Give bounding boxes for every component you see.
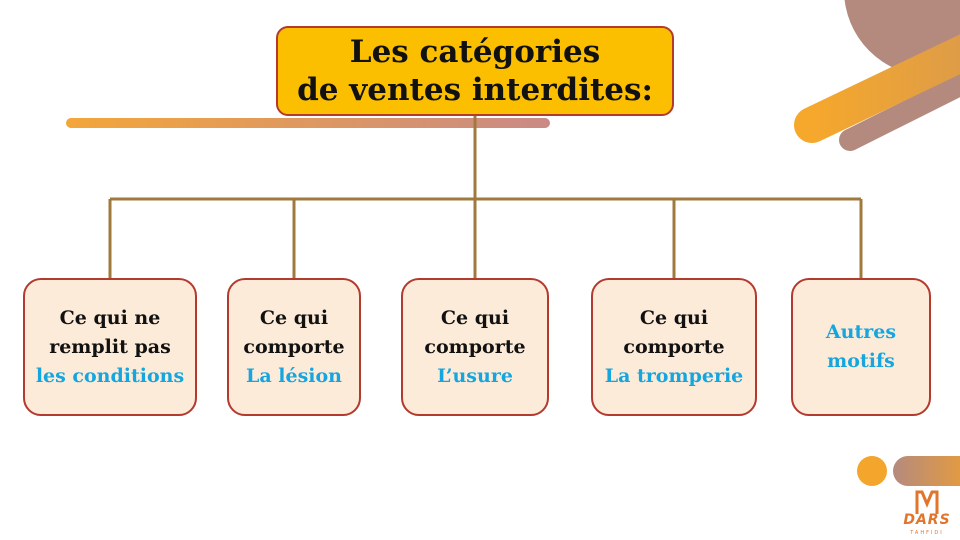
category-text-line: comporte (424, 335, 526, 358)
category-box-usure: Ce qui comporte L’usure (401, 278, 549, 416)
category-highlight: les conditions (35, 364, 185, 387)
category-text-line: remplit pas (49, 335, 171, 358)
category-text-line: Ce qui (259, 306, 329, 329)
title-box: Les catégories de ventes interdites: (276, 26, 674, 116)
decor-stripe-orange (794, 34, 960, 143)
category-text-line: Ce qui ne (59, 306, 161, 329)
category-box-autres: Autres motifs (791, 278, 931, 416)
category-highlight: La lésion (246, 364, 342, 387)
connector-lines (108, 116, 863, 278)
logo-text: DARS (903, 512, 951, 528)
category-text-line: Ce qui (440, 306, 510, 329)
category-text-line: Ce qui (639, 306, 709, 329)
category-text-line: comporte (243, 335, 345, 358)
category-box-conditions: Ce qui ne remplit pas les conditions (23, 278, 197, 416)
logo-subtext: TAHFIDI (910, 530, 944, 536)
decor-bottom-pill (893, 456, 960, 486)
decor-stripe-mauve (839, 72, 960, 151)
logo-mark-icon (915, 490, 939, 514)
category-text-line: comporte (623, 335, 725, 358)
category-box-tromperie: Ce qui comporte La tromperie (591, 278, 757, 416)
decor-dot (857, 456, 887, 486)
category-highlight: La tromperie (604, 364, 744, 387)
category-highlight: Autres motifs (825, 321, 897, 372)
title-line-2: de ventes interdites: (297, 72, 653, 108)
category-box-lesion: Ce qui comporte La lésion (227, 278, 361, 416)
title-line-1: Les catégories (349, 34, 601, 70)
category-highlight: L’usure (437, 364, 513, 387)
title-underline (66, 118, 550, 128)
